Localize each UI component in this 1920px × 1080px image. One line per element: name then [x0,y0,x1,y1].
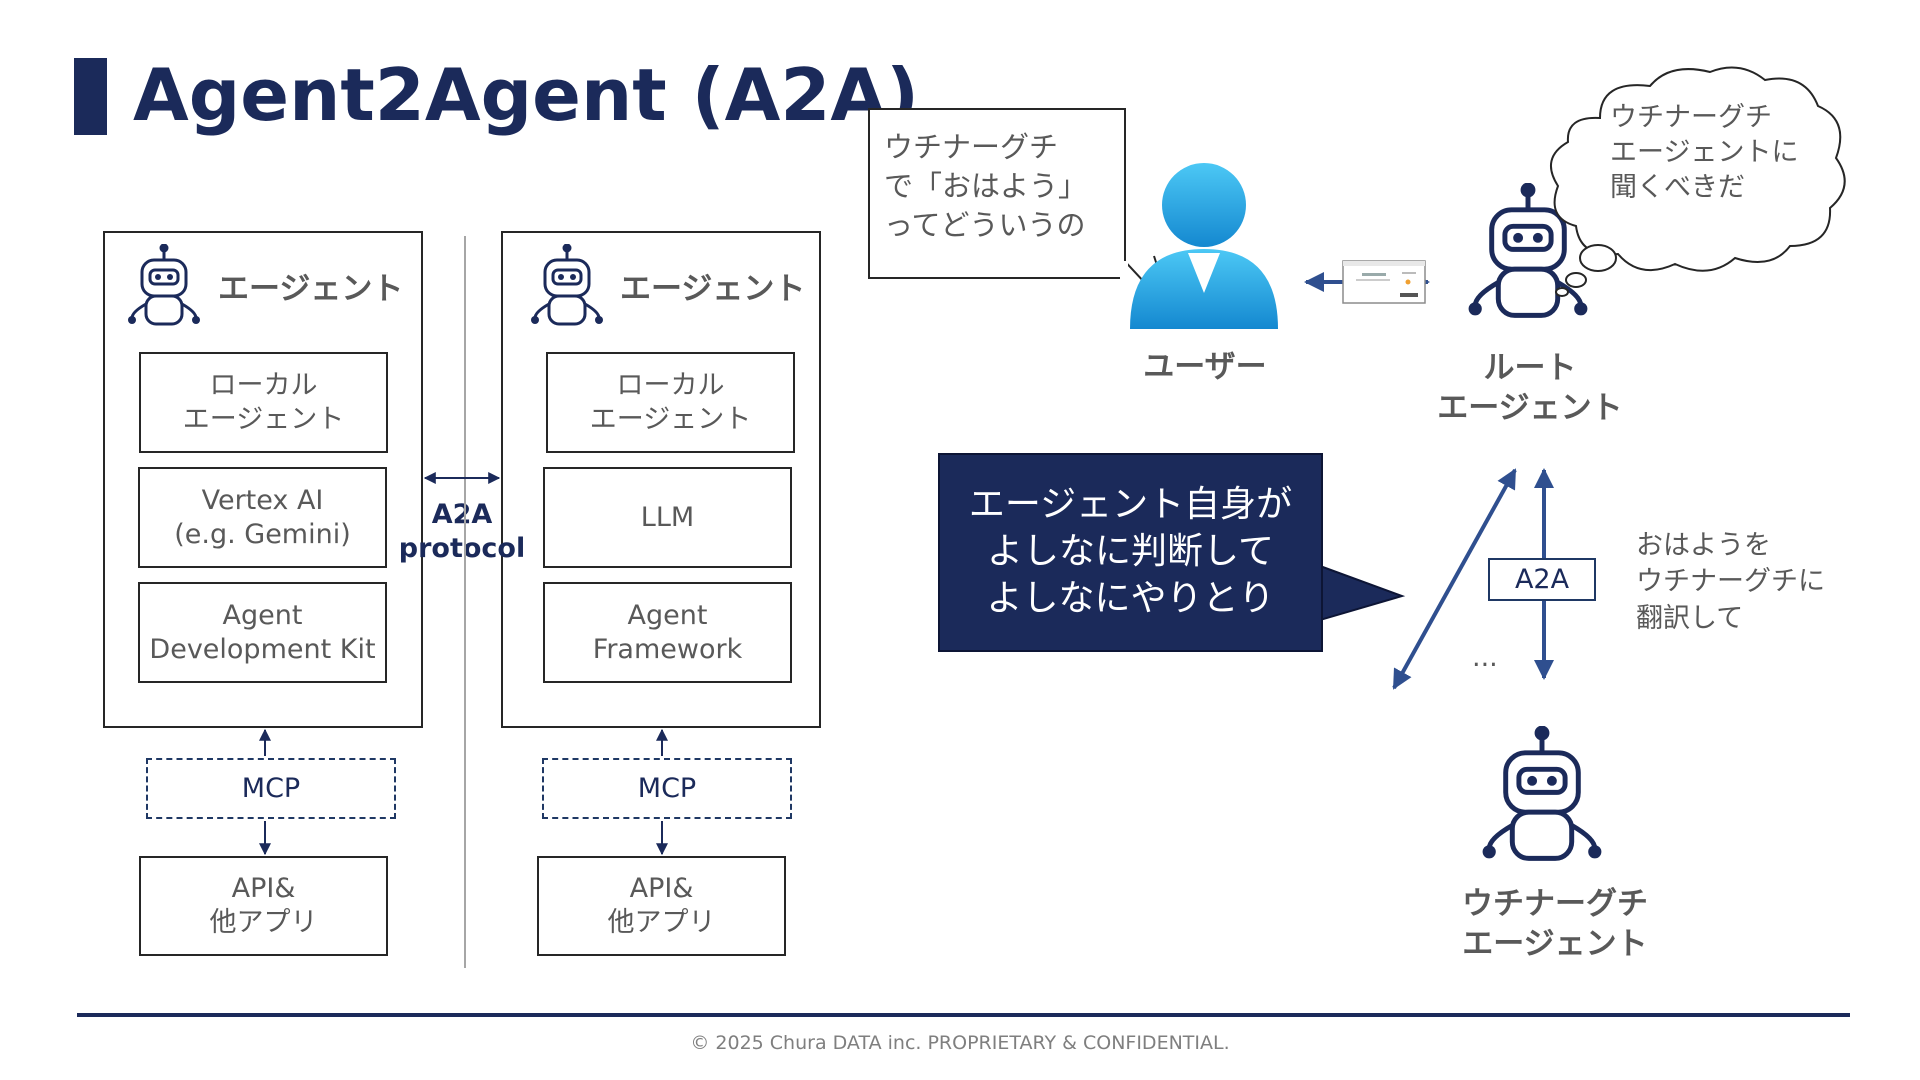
right-agent-label: エージェント [620,271,806,307]
user-speech-bubble: ウチナーグチ で「おはよう」 ってどういうの [868,108,1126,279]
a2a-tag: A2A [1488,558,1596,601]
footer-divider [77,1013,1850,1017]
ellipsis-text: ... [1472,642,1498,673]
callout-box: エージェント自身が よしなに判断して よしなにやりとり [938,453,1323,652]
user-label: ユーザー [1143,349,1267,385]
right-framework-box: Agent Framework [543,582,792,683]
left-vertex-ai-box: Vertex AI (e.g. Gemini) [138,467,387,568]
right-llm-box: LLM [543,467,792,568]
thought-cloud-icon [1549,66,1846,297]
right-mcp-box: MCP [542,758,792,819]
left-mcp-box: MCP [146,758,396,819]
robot-icon [1482,726,1602,861]
page-title: Agent2Agent (A2A) [133,53,920,137]
footer-text: © 2025 Chura DATA inc. PROPRIETARY & CON… [690,1032,1230,1054]
robot-icon [128,244,200,326]
thought-text: ウチナーグチ エージェントに 聞くべきだ [1610,102,1799,204]
uchina-agent-label: ウチナーグチ エージェント [1462,886,1648,963]
left-adk-box: Agent Development Kit [138,582,387,683]
left-api-box: API& 他アプリ [139,856,388,956]
right-api-box: API& 他アプリ [537,856,786,956]
robot-icon [531,244,603,326]
right-local-agent-box: ローカル エージェント [546,352,795,453]
title-accent-bar [74,58,107,135]
request-note: おはようを ウチナーグチに 翻訳して [1636,530,1825,634]
screenshot-thumbnail-icon [1342,260,1426,304]
a2a-protocol-label: A2A protocol [398,499,526,564]
left-local-agent-box: ローカル エージェント [139,352,388,453]
callout-tail [1320,564,1406,622]
root-agent-label: ルート エージェント [1437,350,1623,427]
left-agent-label: エージェント [218,271,404,307]
user-icon [1130,163,1278,329]
